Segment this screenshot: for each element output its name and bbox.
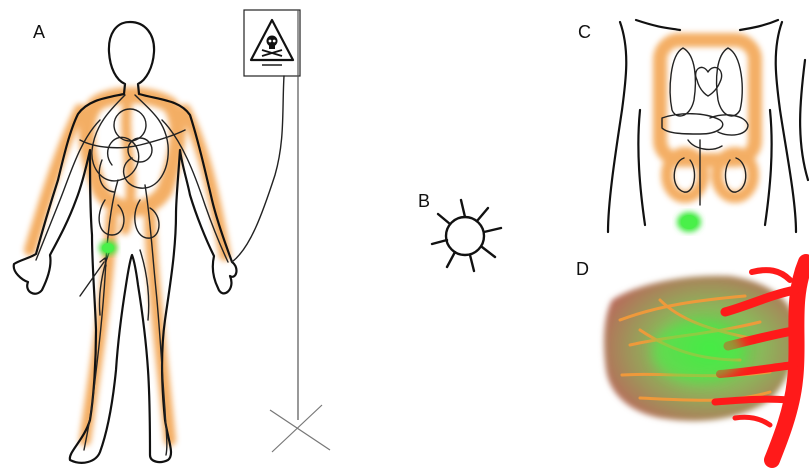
panel-label-d: D (576, 259, 589, 280)
panel-a-body-diagram (14, 22, 237, 463)
panel-label-b: B (418, 191, 430, 212)
tumor-target-spot (99, 241, 117, 255)
nanoparticle-icon (432, 200, 501, 271)
panel-c-torso-diagram (590, 20, 808, 232)
green-core (652, 322, 744, 382)
human-body-outline (14, 22, 237, 463)
iv-tube (232, 76, 284, 262)
tumor-target-spot (677, 212, 701, 232)
panel-d-tumor-tissue (604, 262, 806, 460)
panel-label-c: C (578, 22, 591, 43)
iv-drip-stand (232, 10, 330, 452)
panel-label-a: A (33, 22, 45, 43)
